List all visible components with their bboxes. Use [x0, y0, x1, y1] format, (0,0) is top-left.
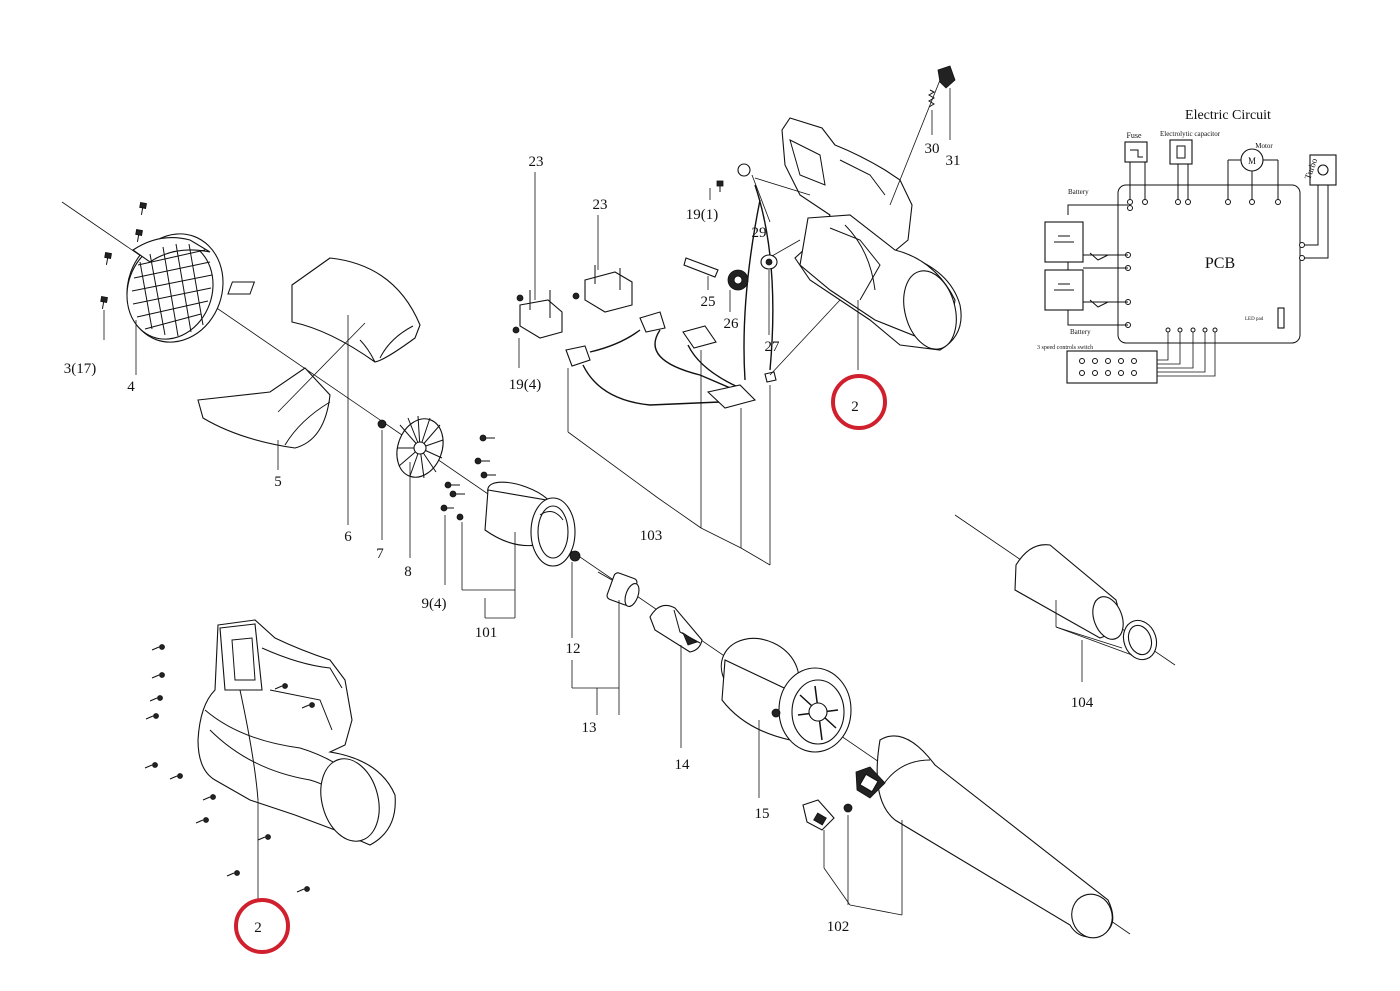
battery-top-label: Battery: [1068, 188, 1089, 196]
callout-25: 25: [701, 294, 716, 310]
callout-31: 31: [946, 153, 961, 169]
part-29-leader: [751, 174, 771, 223]
highlight-ring-bottom: [234, 898, 290, 954]
part-23-bracket-left[interactable]: [512, 172, 563, 339]
part-23-bracket-right[interactable]: [572, 215, 633, 313]
callout-27: 27: [765, 339, 781, 355]
part-102-blower-tube[interactable]: [802, 735, 1118, 944]
part-26-knob-gear[interactable]: [727, 269, 749, 312]
speed-switch-symbol: [1066, 350, 1158, 384]
part-5-lower-shroud[interactable]: [197, 322, 366, 470]
screw-leader: [754, 177, 811, 196]
callout-29: 29: [752, 225, 767, 241]
callout-19-1: 19(1): [686, 207, 719, 223]
callout-13: 13: [582, 720, 597, 736]
part-13-motor[interactable]: [571, 571, 642, 715]
callout-6: 6: [344, 529, 352, 545]
part-2-housing-top[interactable]: [769, 117, 965, 376]
part-31-trigger[interactable]: [937, 65, 956, 140]
callout-3: 3(17): [64, 361, 97, 377]
callout-104: 104: [1071, 695, 1094, 711]
electrical-assembly: [512, 163, 778, 566]
part-9-screws[interactable]: [440, 434, 515, 591]
callout-26: 26: [724, 316, 740, 332]
trigger-leader: [889, 79, 941, 206]
part-101-fan-housing[interactable]: [483, 475, 576, 619]
battery-top-symbol: [1044, 221, 1084, 263]
callout-19-4: 19(4): [509, 377, 542, 393]
pcb-board: [1117, 184, 1301, 344]
callout-9: 9(4): [422, 596, 447, 612]
callout-23-right: 23: [593, 197, 608, 213]
part-7-nut[interactable]: [377, 419, 387, 540]
callout-4: 4: [127, 379, 135, 395]
part-2-housing-bottom[interactable]: [197, 619, 396, 900]
callout-7: 7: [376, 546, 384, 562]
fuse-label: Fuse: [1126, 131, 1142, 140]
motor-label: Motor: [1255, 142, 1273, 150]
part-12-nut[interactable]: [569, 550, 581, 638]
callout-12: 12: [566, 641, 581, 657]
speed-switch-label: 3 speed controls switch: [1037, 345, 1093, 351]
part-104-flat-nozzle[interactable]: [1014, 544, 1162, 682]
callout-8: 8: [404, 564, 412, 580]
callout-2-top: 2: [851, 399, 859, 415]
pcb-label: PCB: [1205, 255, 1235, 272]
part-19-screw[interactable]: [709, 163, 751, 200]
part-2-screws[interactable]: [144, 644, 315, 893]
capacitor-label: Electrolytic capacitor: [1160, 130, 1221, 138]
part-103-switch-block[interactable]: [565, 311, 777, 409]
led-pad-label: LED pad: [1245, 317, 1264, 322]
callout-23-left: 23: [529, 154, 544, 170]
part-27-dial[interactable]: [760, 254, 778, 335]
part-8-fan[interactable]: [389, 412, 451, 558]
callout-15: 15: [755, 806, 770, 822]
battery-bottom-label: Battery: [1070, 328, 1091, 336]
led-pad-symbol: [1277, 307, 1285, 329]
callout-30: 30: [925, 141, 940, 157]
part-4-grille-cover[interactable]: [112, 220, 238, 375]
part-14-cone[interactable]: [649, 604, 703, 748]
circuit-title: Electric Circuit: [1185, 108, 1271, 123]
part-3-screws[interactable]: [99, 202, 147, 340]
callout-103: 103: [640, 528, 663, 544]
fuse-symbol: [1124, 141, 1148, 163]
part-15-fan-duct[interactable]: [710, 626, 852, 798]
highlight-ring-top: [831, 374, 887, 430]
callout-14: 14: [675, 757, 691, 773]
motor-symbol-label: M: [1248, 156, 1256, 166]
callout-2-bottom: 2: [254, 920, 262, 936]
part-6-upper-shroud[interactable]: [227, 257, 421, 525]
electric-circuit: [1044, 139, 1337, 384]
callout-5: 5: [274, 474, 282, 490]
callout-101: 101: [475, 625, 498, 641]
part-25-resistor[interactable]: [683, 257, 719, 290]
part-30-spring[interactable]: [928, 89, 936, 135]
callout-102: 102: [827, 919, 850, 935]
